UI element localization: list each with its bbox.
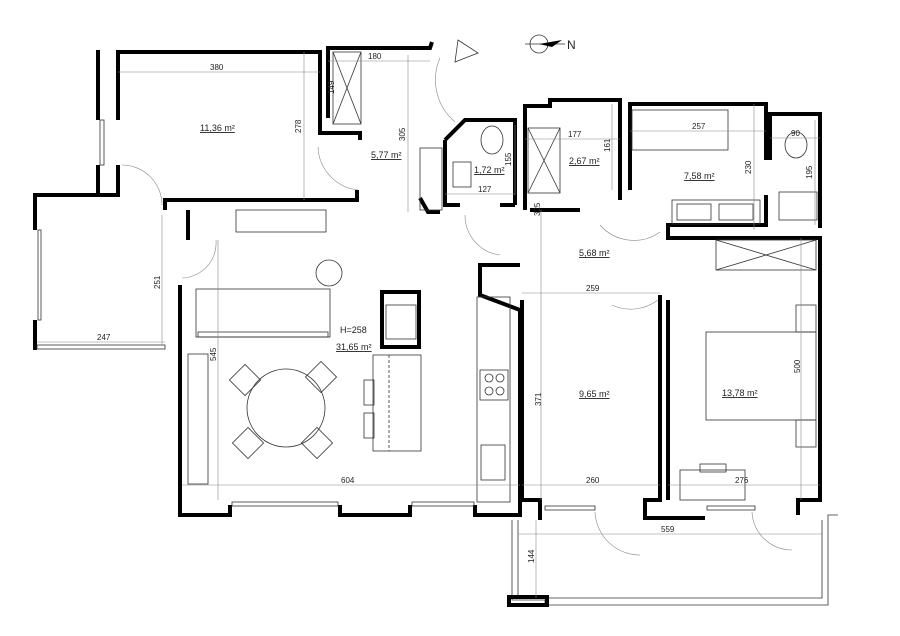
dim-559: 559	[661, 525, 675, 534]
dim-127: 127	[478, 185, 492, 194]
area-bedroom-main: 13,78 m²	[722, 388, 758, 398]
area-room: 9,65 m²	[579, 389, 610, 399]
dim-144: 144	[527, 549, 536, 563]
dim-259: 259	[586, 284, 600, 293]
dimension-lines	[37, 52, 822, 598]
area-living: 31,65 m²	[336, 342, 372, 352]
north-label: N	[567, 38, 576, 52]
furniture	[187, 51, 818, 503]
dim-305: 305	[398, 127, 407, 141]
area-bathroom: 7,58 m²	[684, 171, 715, 181]
dim-161: 161	[603, 138, 612, 152]
walls	[33, 41, 822, 520]
dim-371: 371	[534, 392, 543, 406]
dim-545: 545	[209, 347, 218, 361]
dim-276: 276	[735, 476, 749, 485]
dim-500: 500	[793, 359, 802, 373]
dim-325: 325	[533, 202, 542, 216]
area-hall: 5,77 m²	[371, 150, 402, 160]
area-corridor: 5,68 m²	[579, 248, 610, 258]
dim-155: 155	[504, 152, 513, 166]
dim-90: 90	[791, 129, 800, 138]
dim-177: 177	[568, 130, 582, 139]
dim-380: 380	[210, 63, 224, 72]
dim-195: 195	[805, 165, 814, 179]
area-bedroom-small: 11,36 m²	[200, 123, 235, 133]
area-wc: 1,72 m²	[474, 165, 505, 175]
compass: N	[525, 34, 576, 54]
dimension-labels: 380 278 149 180 305 155 127 177 161 325 …	[97, 52, 814, 563]
balconies	[36, 119, 838, 607]
ceiling-height: H=258	[340, 325, 367, 335]
dim-251: 251	[153, 275, 162, 289]
dim-260: 260	[586, 476, 600, 485]
dim-257: 257	[692, 122, 706, 131]
dim-278: 278	[294, 119, 303, 133]
dim-247: 247	[97, 333, 111, 342]
dim-230: 230	[744, 160, 753, 174]
doors	[121, 57, 793, 556]
dim-604: 604	[341, 476, 355, 485]
area-closet: 2,67 m²	[569, 156, 600, 166]
dim-149: 149	[327, 80, 336, 94]
entrance-marker-icon	[454, 39, 479, 63]
dim-180: 180	[368, 52, 382, 61]
